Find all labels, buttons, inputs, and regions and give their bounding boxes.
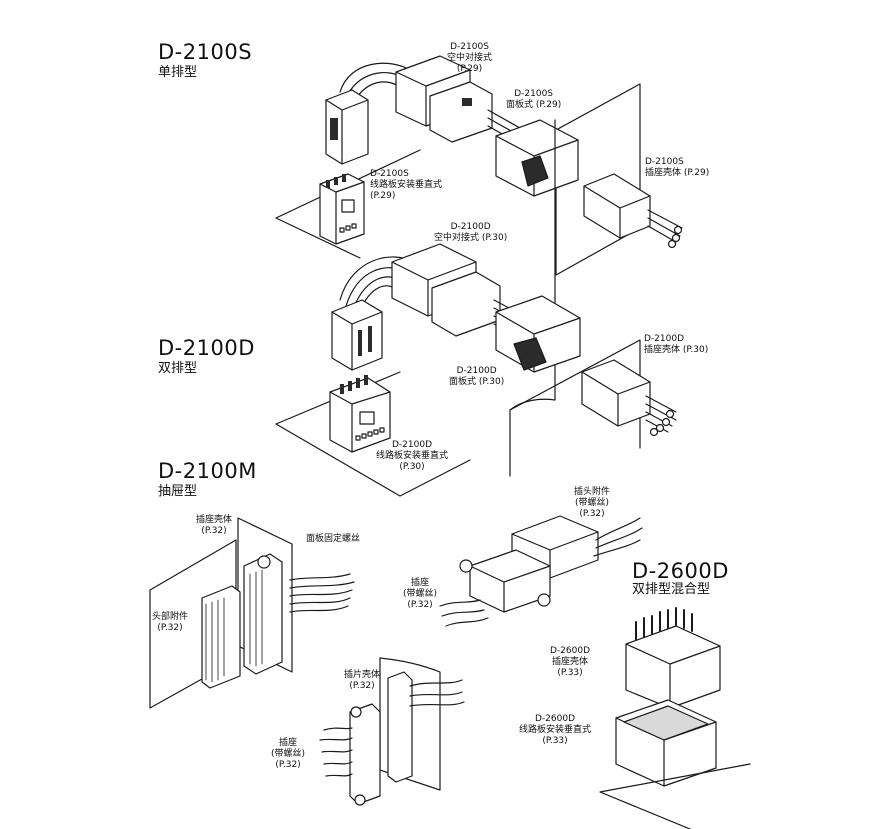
d2100s-assembly bbox=[275, 55, 683, 276]
callout-d2600d-plug-attachment: 插头附件(带螺丝)(P.32) bbox=[574, 487, 611, 519]
series-type-d2100s: 单排型 bbox=[158, 65, 198, 80]
callout-d2600d-receptacle: 插座(带螺丝)(P.32) bbox=[403, 578, 438, 610]
series-title-d2100s: D-2100S bbox=[158, 40, 253, 64]
callout-d2100m-panel-screw: 面板固定螺丝 bbox=[306, 534, 361, 544]
callout-d2100m-receptacle-housing: 插座壳体(P.32) bbox=[196, 515, 233, 536]
callout-d2100m-receptacle-screw: 插座(带螺丝)(P.32) bbox=[271, 738, 306, 770]
series-title-d2100m: D-2100M bbox=[158, 459, 257, 483]
series-title-d2600d: D-2600D bbox=[632, 559, 729, 583]
series-type-d2100m: 抽屉型 bbox=[158, 484, 198, 499]
d2100m-assembly bbox=[149, 517, 355, 709]
d2600d-assembly bbox=[439, 515, 751, 829]
series-type-d2600d: 双排型混合型 bbox=[632, 582, 711, 597]
d2100m-lower-panel bbox=[379, 657, 441, 791]
d2100m-lower-assembly bbox=[319, 657, 465, 806]
callout-d2100m-plug-shell: 插片壳体(P.32) bbox=[344, 670, 381, 691]
series-title-d2100d: D-2100D bbox=[158, 336, 255, 360]
d2100d-assembly bbox=[275, 119, 677, 497]
d2600d-board bbox=[599, 763, 751, 829]
series-type-d2100d: 双排型 bbox=[158, 361, 198, 376]
callout-d2100m-header: 头部附件(P.32) bbox=[152, 612, 189, 633]
